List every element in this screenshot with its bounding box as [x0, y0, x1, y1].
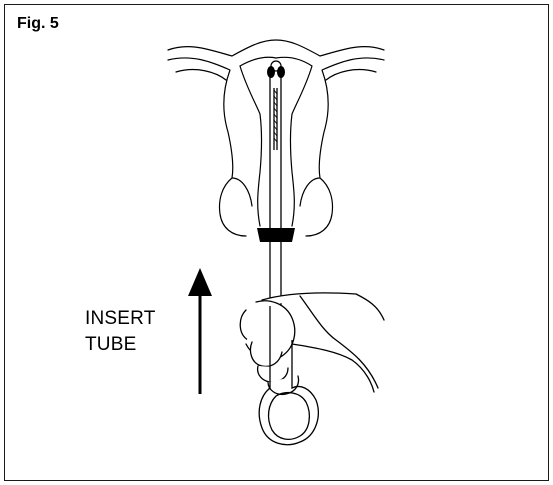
iud-arms [267, 66, 285, 78]
hand-illustration [240, 293, 384, 394]
instruction-line-2: TUBE [85, 332, 156, 358]
instruction-line-1: INSERT [85, 306, 156, 332]
instruction-caption: INSERT TUBE [85, 306, 156, 358]
arrow-up-icon [188, 268, 212, 394]
flange [257, 228, 295, 242]
cervix-outline [232, 178, 252, 206]
uterus-outer-outline [168, 40, 384, 56]
